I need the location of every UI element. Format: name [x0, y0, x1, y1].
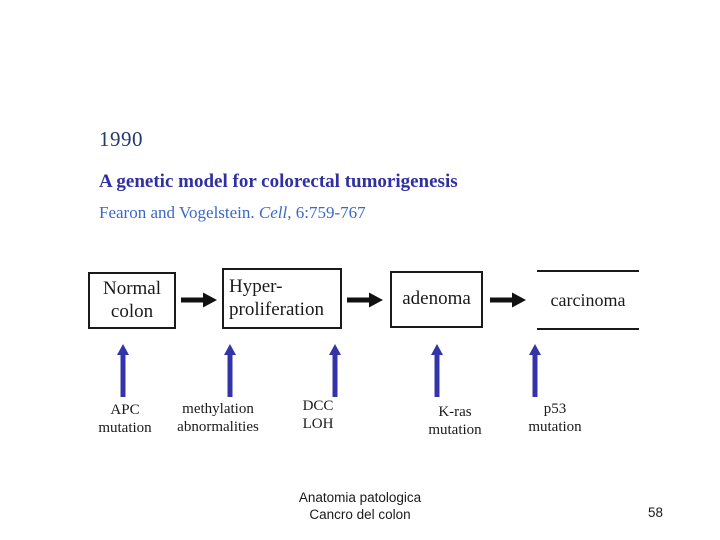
- stage-label-line: adenoma: [402, 288, 471, 310]
- up-arrow-icon: [116, 344, 130, 397]
- up-arrow-icon: [328, 344, 342, 397]
- mutation-label-line: abnormalities: [177, 419, 259, 436]
- citation-reference: 6:759-767: [291, 203, 366, 222]
- stage-box-normal-colon: Normal colon: [88, 272, 176, 329]
- up-arrow-icon: [223, 344, 237, 397]
- citation: Fearon and Vogelstein. Cell, 6:759-767: [99, 203, 366, 223]
- stage-box-hyperproliferation: Hyper- proliferation: [222, 268, 342, 329]
- mutation-label-line: mutation: [98, 420, 152, 437]
- right-arrow-icon: [490, 292, 526, 308]
- citation-journal: Cell,: [258, 203, 292, 222]
- stage-box-adenoma: adenoma: [390, 271, 483, 328]
- right-arrow-icon: [181, 292, 217, 308]
- mutation-label-apc: APC mutation: [60, 401, 190, 438]
- mutation-label-dcc: DCC LOH: [253, 397, 383, 434]
- stage-box-carcinoma: carcinoma: [537, 270, 639, 330]
- stage-label-line: proliferation: [229, 298, 324, 320]
- mutation-label-line: K-ras: [438, 404, 472, 420]
- mutation-label-line: APC: [110, 402, 140, 418]
- mutation-label-kras: K-ras mutation: [390, 403, 520, 440]
- year-label: 1990: [99, 127, 143, 151]
- citation-authors: Fearon and Vogelstein.: [99, 203, 259, 222]
- up-arrow-icon: [430, 344, 444, 397]
- mutation-label-line: mutation: [528, 419, 582, 436]
- stage-label-line: Normal: [102, 278, 162, 300]
- footer-lecture-title: Cancro del colon: [309, 507, 411, 522]
- mutation-label-methylation: methylation abnormalities: [153, 400, 283, 437]
- stage-label-line: colon: [110, 300, 154, 322]
- up-arrow-icon: [528, 344, 542, 397]
- slide-title: A genetic model for colorectal tumorigen…: [99, 171, 458, 192]
- mutation-label-line: mutation: [428, 422, 482, 439]
- slide-page-number: 58: [647, 505, 663, 520]
- right-arrow-icon: [347, 292, 383, 308]
- mutation-label-p53: p53 mutation: [490, 400, 620, 437]
- stage-label-line: Hyper-: [229, 276, 283, 298]
- mutation-label-line: LOH: [302, 416, 334, 433]
- stage-label-line: carcinoma: [550, 289, 626, 310]
- footer-course-title: Anatomia patologica: [298, 490, 422, 505]
- footer: Anatomia patologica Cancro del colon: [0, 489, 720, 523]
- mutation-label-line: p53: [543, 401, 567, 417]
- mutation-label-line: methylation: [182, 401, 254, 417]
- mutation-label-line: DCC: [302, 398, 334, 414]
